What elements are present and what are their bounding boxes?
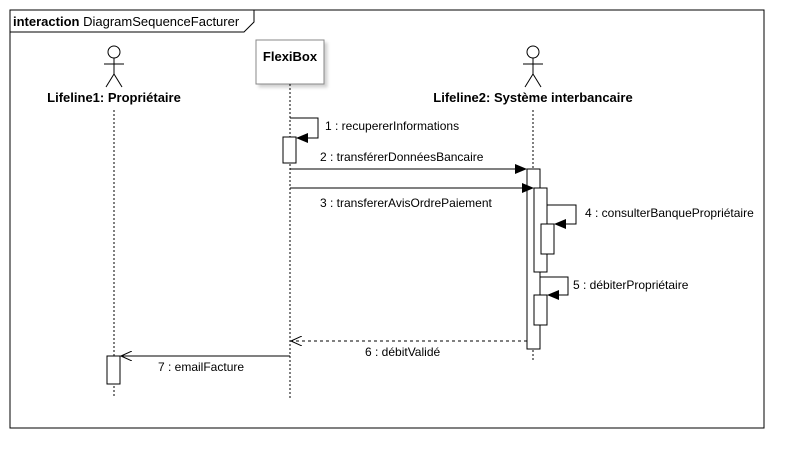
object-box-flexibox bbox=[255, 39, 325, 85]
message-5-arrow bbox=[540, 276, 569, 300]
message-4-arrow bbox=[547, 204, 577, 229]
actor-head-icon bbox=[526, 45, 540, 59]
message-1-label: 1 : recupererInformations bbox=[325, 119, 459, 133]
message-7-label: 7 : emailFacture bbox=[158, 360, 244, 374]
frame-label-tab bbox=[9, 9, 255, 33]
message-1-arrow bbox=[290, 117, 319, 143]
message-2-label: 2 : transférerDonnéesBancaire bbox=[320, 150, 484, 164]
frame-label: interaction DiagramSequenceFacturer bbox=[13, 14, 240, 29]
message-6-label: 6 : débitValidé bbox=[365, 345, 440, 359]
activation-flexibox bbox=[282, 136, 297, 164]
message-4-label: 4 : consulterBanquePropriétaire bbox=[585, 206, 754, 220]
participant-label-flexibox: FlexiBox bbox=[263, 49, 318, 64]
message-3-label: 3 : transfererAvisOrdrePaiement bbox=[320, 196, 493, 210]
actor-proprietaire bbox=[104, 45, 124, 88]
actor-head-icon bbox=[107, 45, 121, 59]
activation-systeme-consulter bbox=[540, 223, 555, 255]
actor-systeme-interbancaire bbox=[523, 45, 543, 88]
interaction-frame bbox=[9, 9, 765, 429]
participant-label-systeme: Lifeline2: Système interbancaire bbox=[433, 90, 632, 105]
activation-proprietaire bbox=[106, 355, 121, 385]
frame-keyword: interaction bbox=[13, 14, 80, 29]
frame-name: DiagramSequenceFacturer bbox=[83, 14, 240, 29]
participant-label-proprietaire: Lifeline1: Propriétaire bbox=[47, 90, 181, 105]
activation-systeme-debiter bbox=[533, 294, 548, 326]
message-5-label: 5 : débiterPropriétaire bbox=[573, 278, 689, 292]
